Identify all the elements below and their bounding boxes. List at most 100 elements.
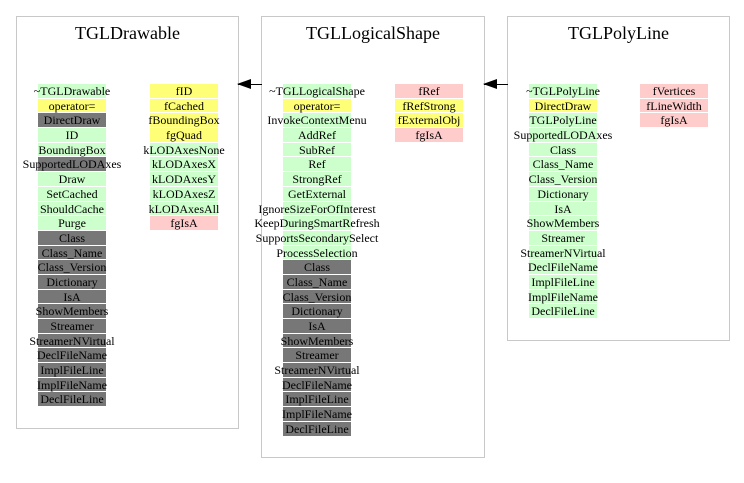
method-item[interactable]: ShowMembers	[36, 304, 108, 319]
item-label: DeclFileLine	[531, 304, 595, 319]
member-item[interactable]: kLODAxesAll	[149, 201, 219, 217]
method-item[interactable]: BoundingBox	[38, 142, 106, 158]
method-item[interactable]: KeepDuringSmartRefresh	[254, 216, 380, 231]
member-item[interactable]: fRef	[395, 84, 463, 99]
method-item[interactable]: ImplFileLine	[283, 392, 351, 408]
method-item[interactable]: ProcessSelection	[276, 245, 358, 261]
method-item[interactable]: Class	[38, 230, 106, 246]
method-item[interactable]: Class_Version	[38, 260, 106, 275]
method-item[interactable]: IsA	[38, 289, 106, 305]
method-item[interactable]: SupportsSecondarySelect	[256, 230, 378, 246]
member-item[interactable]: fLineWidth	[640, 98, 708, 114]
item-label: ImplFileLine	[531, 274, 595, 289]
class-title: TGLDrawable	[75, 23, 180, 43]
method-item[interactable]: DirectDraw	[38, 113, 106, 129]
method-item[interactable]: Streamer	[38, 319, 106, 334]
item-label: fVertices	[652, 84, 696, 98]
method-item[interactable]: Dictionary	[529, 186, 597, 202]
member-item[interactable]: kLODAxesX	[150, 157, 218, 173]
item-label: IsA	[63, 289, 81, 304]
member-item[interactable]: fgIsA	[640, 113, 708, 129]
member-item[interactable]: fgQuad	[150, 128, 218, 143]
item-label: SubRef	[299, 142, 335, 157]
method-item[interactable]: Dictionary	[283, 304, 351, 319]
method-item[interactable]: ImplFileLine	[529, 274, 597, 290]
method-item[interactable]: Ref	[283, 157, 351, 173]
method-item[interactable]: Purge	[38, 216, 106, 231]
item-label: Purge	[58, 216, 86, 231]
item-label: fCached	[164, 98, 204, 113]
method-item[interactable]: StreamerNVirtual	[29, 333, 115, 349]
item-label: Streamer	[295, 348, 339, 363]
item-label: DirectDraw	[43, 113, 101, 128]
item-label: ShowMembers	[280, 333, 354, 348]
item-label: KeepDuringSmartRefresh	[254, 216, 380, 231]
member-item[interactable]: fBoundingBox	[148, 113, 220, 129]
method-item[interactable]: IgnoreSizeForOfInterest	[258, 201, 376, 217]
method-item[interactable]: Streamer	[283, 348, 351, 364]
method-item[interactable]: ImplFileName	[37, 377, 107, 393]
method-item[interactable]: SetCached	[38, 186, 106, 202]
item-label: GetExternal	[288, 186, 346, 201]
method-item[interactable]: IsA	[529, 201, 597, 217]
method-item[interactable]: SupportedLODAxes	[514, 128, 612, 143]
method-item[interactable]: DeclFileLine	[283, 421, 351, 437]
item-label: Class	[58, 230, 85, 245]
item-label: fgIsA	[170, 216, 198, 231]
method-item[interactable]: AddRef	[283, 128, 351, 143]
item-label: StrongRef	[292, 172, 342, 187]
member-item[interactable]: fID	[150, 84, 218, 99]
method-item[interactable]: GetExternal	[283, 186, 351, 202]
method-item[interactable]: Class_Name	[283, 274, 351, 290]
method-item[interactable]: SubRef	[283, 142, 351, 158]
method-item[interactable]: DeclFileName	[282, 377, 352, 393]
method-item[interactable]: DeclFileLine	[529, 304, 597, 319]
method-item[interactable]: ID	[38, 128, 106, 143]
method-item[interactable]: InvokeContextMenu	[267, 113, 367, 129]
inheritance-arrow	[237, 79, 262, 89]
method-item[interactable]: Draw	[38, 172, 106, 187]
method-item[interactable]: Class_Name	[38, 245, 106, 261]
item-label: SetCached	[46, 186, 98, 201]
method-item[interactable]: ShouldCache	[38, 201, 106, 217]
member-item[interactable]: fCached	[150, 98, 218, 114]
member-item[interactable]: fVertices	[640, 84, 708, 99]
method-item[interactable]: Class_Version	[283, 289, 351, 305]
member-item[interactable]: fgIsA	[395, 128, 463, 143]
method-item[interactable]: operator=	[38, 98, 106, 114]
method-item[interactable]: ~TGLLogicalShape	[269, 84, 365, 99]
method-item[interactable]: DeclFileName	[528, 260, 598, 275]
method-item[interactable]: ImplFileName	[528, 289, 598, 305]
member-item[interactable]: kLODAxesZ	[150, 186, 218, 202]
item-label: StreamerNVirtual	[29, 333, 115, 348]
method-item[interactable]: Class	[283, 260, 351, 275]
method-item[interactable]: StrongRef	[283, 172, 351, 187]
item-label: IsA	[308, 319, 326, 333]
method-item[interactable]: SupportedLODAxes	[23, 157, 121, 173]
method-item[interactable]: TGLPolyLine	[529, 113, 597, 129]
method-item[interactable]: DirectDraw	[529, 98, 597, 114]
member-item[interactable]: kLODAxesY	[150, 172, 218, 187]
method-item[interactable]: StreamerNVirtual	[274, 363, 360, 378]
method-item[interactable]: ImplFileLine	[38, 363, 106, 378]
member-item[interactable]: kLODAxesNone	[143, 142, 225, 158]
method-item[interactable]: Class	[529, 142, 597, 158]
method-item[interactable]: StreamerNVirtual	[520, 245, 606, 261]
method-item[interactable]: ShowMembers	[280, 333, 354, 349]
method-item[interactable]: Class_Name	[529, 157, 597, 173]
method-item[interactable]: ShowMembers	[527, 216, 599, 231]
method-item[interactable]: DeclFileName	[37, 348, 107, 364]
member-item[interactable]: fRefStrong	[395, 98, 463, 114]
method-item[interactable]: Streamer	[529, 230, 597, 246]
method-item[interactable]: ~TGLDrawable	[34, 84, 110, 99]
method-item[interactable]: ~TGLPolyLine	[526, 84, 600, 99]
member-item[interactable]: fExternalObj	[395, 113, 463, 129]
member-item[interactable]: fgIsA	[150, 216, 218, 231]
method-item[interactable]: operator=	[283, 98, 351, 114]
item-label: DeclFileLine	[40, 392, 104, 407]
method-item[interactable]: ImplFileName	[282, 407, 352, 422]
method-item[interactable]: DeclFileLine	[38, 392, 106, 408]
method-item[interactable]: Class_Version	[529, 172, 597, 187]
method-item[interactable]: Dictionary	[38, 274, 106, 290]
method-item[interactable]: IsA	[283, 319, 351, 334]
